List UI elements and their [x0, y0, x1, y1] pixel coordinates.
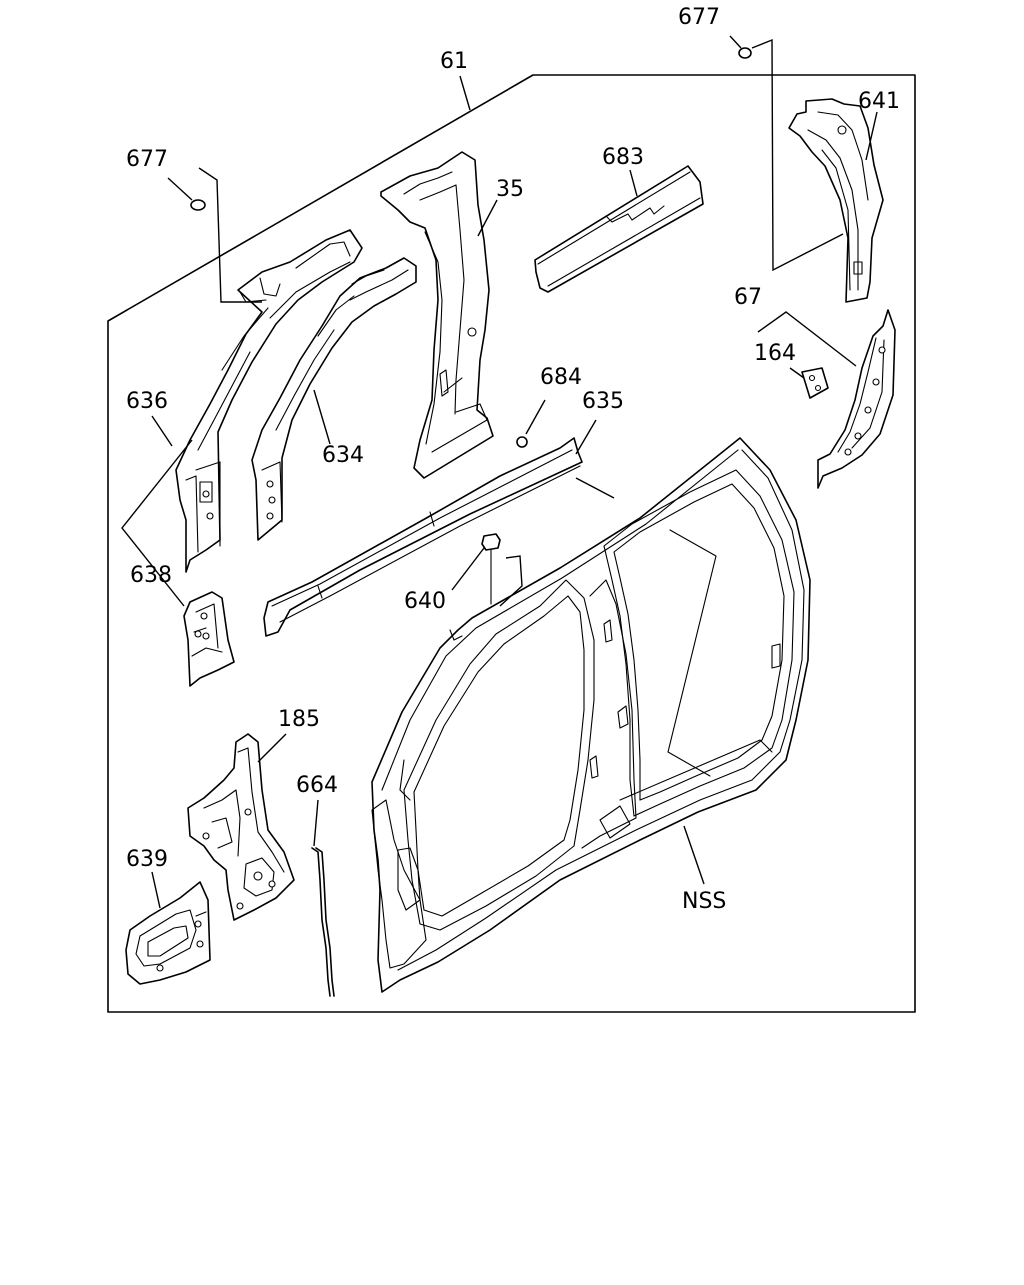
label-684: 684	[540, 365, 582, 390]
part-636-front-pillar-inner	[151, 229, 363, 573]
part-664-wire	[311, 799, 335, 997]
label-635: 635	[582, 389, 624, 414]
label-636: 636	[126, 389, 168, 414]
part-185-quarter-inner	[187, 733, 295, 921]
part-638-pillar-bracket	[121, 439, 235, 687]
label-185: 185	[278, 707, 320, 732]
part-640-grommet	[451, 533, 523, 607]
part-677-clip-top	[729, 35, 844, 272]
assembly-frame	[107, 74, 916, 1013]
label-164: 164	[754, 341, 796, 366]
label-61: 61	[440, 49, 468, 74]
label-638: 638	[130, 563, 172, 588]
leader-61	[459, 75, 471, 111]
part-164-plate	[789, 367, 829, 399]
part-635-sill-reinforcement	[263, 419, 615, 637]
label-677-left: 677	[126, 147, 168, 172]
part-677-clip-left	[167, 167, 262, 303]
label-634: 634	[322, 443, 364, 468]
part-634-front-pillar-outer	[251, 257, 417, 541]
part-684-clip	[516, 399, 546, 448]
label-nss: NSS	[682, 889, 726, 914]
label-35: 35	[496, 177, 524, 202]
label-683: 683	[602, 145, 644, 170]
part-639-lower-quarter-panel	[125, 871, 211, 985]
label-640: 640	[404, 589, 446, 614]
part-67-quarter-bracket	[757, 309, 896, 489]
part-nss-body-side-outer	[371, 437, 811, 993]
part-683-roof-rail	[534, 165, 704, 293]
part-641-rear-pillar	[788, 98, 884, 303]
label-664: 664	[296, 773, 338, 798]
label-677-top: 677	[678, 5, 720, 30]
label-641: 641	[858, 89, 900, 114]
label-67: 67	[734, 285, 762, 310]
label-639: 639	[126, 847, 168, 872]
part-35-center-pillar	[380, 151, 498, 479]
